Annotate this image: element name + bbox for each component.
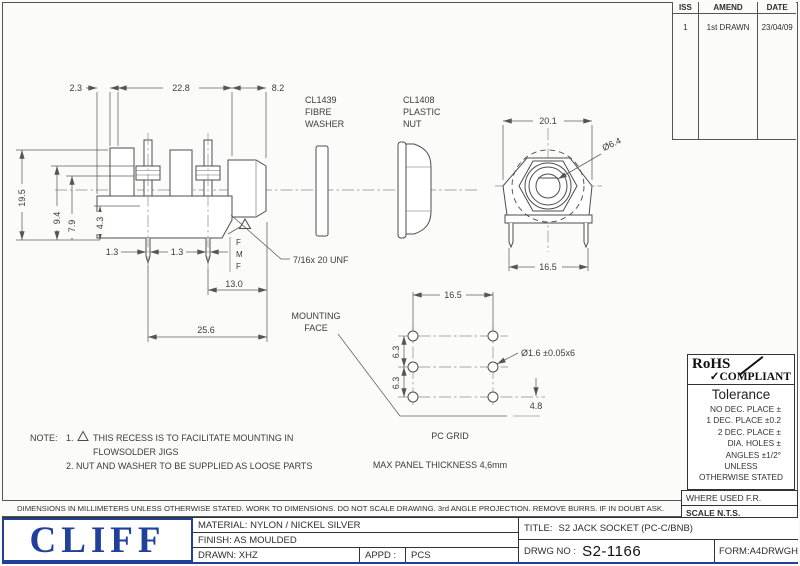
revision-col-date: DATE 23/04/09 — [758, 2, 796, 139]
contact-letter-f2: F — [236, 262, 241, 271]
contact-letter-f1: F — [236, 238, 241, 247]
drawing-number-cell: DRWG NO : S2-1166 — [519, 540, 715, 562]
dim-grid-h2: 6.3 — [391, 377, 401, 390]
nut-label-2: NUT — [403, 119, 422, 129]
dim-height: 19.5 — [17, 189, 27, 207]
note-heading: NOTE: — [30, 433, 58, 443]
pc-grid: MOUNTING FACE PC GRID MAX PANEL THICKNES… — [292, 311, 545, 470]
dim-grid-width: 16.5 — [444, 290, 462, 300]
logo-text: CLIFF — [29, 519, 166, 561]
recess-triangle-icon — [77, 430, 89, 441]
form-cell: FORM:A4DRWGH — [719, 545, 798, 557]
mounting-face-label-2: FACE — [304, 323, 328, 333]
note1-line2: FLOWSOLDER JIGS — [93, 447, 179, 457]
tolerance-line: UNLESS — [724, 461, 758, 472]
drawing-title-cell: TITLE: S2 JACK SOCKET (PC-C/BNB) — [519, 518, 798, 540]
note1-number: 1. — [66, 433, 74, 443]
rohs-compliant: ✓COMPLIANT — [709, 371, 791, 383]
fibre-washer: CL1439 FIBRE WASHER — [305, 95, 345, 237]
material-cell: MATERIAL: NYLON / NICKEL SILVER — [193, 518, 518, 533]
mounting-face-label-1: MOUNTING — [292, 311, 341, 321]
revision-col-iss: ISS 1 — [673, 2, 699, 139]
title-block-right: TITLE: S2 JACK SOCKET (PC-C/BNB) DRWG NO… — [518, 518, 798, 562]
revision-value-date: 23/04/09 — [761, 23, 793, 32]
revision-value-iss: 1 — [683, 23, 688, 32]
revision-col-amend: AMEND 1st DRAWN — [698, 2, 759, 139]
dim-h-base: 4.3 — [95, 217, 105, 230]
dim-h-low: 7.9 — [67, 220, 77, 233]
tolerance-box: Tolerance NO DEC. PLACE ± 1 DEC. PLACE ±… — [687, 384, 795, 490]
note2: 2. NUT AND WASHER TO BE SUPPLIED AS LOOS… — [66, 461, 312, 471]
approved-value-cell: PCS — [411, 549, 431, 561]
where-used-box: WHERE USED F.R. — [681, 490, 798, 506]
nut-label-1: PLASTIC — [403, 107, 441, 117]
dim-face-gap: 4.8 — [530, 401, 543, 411]
drawn-cell: DRAWN: XHZ — [193, 548, 360, 562]
dimensions-bottom: 1.3 1.3 13.0 25.6 7/16x 20 UNF F M F — [106, 214, 349, 342]
side-view — [96, 133, 267, 272]
title-value: S2 JACK SOCKET (PC-C/BNB) — [558, 523, 693, 534]
dim-thread-length: 8.2 — [272, 83, 285, 93]
check-icon: ✓ — [709, 371, 720, 383]
notes: NOTE: 1. THIS RECESS IS TO FACILITATE MO… — [30, 430, 312, 471]
dimensions-grid: 16.5 6.3 6.3 Ø1.6 ±0.05x6 4.8 — [391, 290, 575, 411]
title-label: TITLE: — [524, 523, 553, 534]
dim-pin1: 1.3 — [106, 247, 119, 257]
approved-label-cell: APPD : — [360, 548, 406, 562]
contact-letter-m: M — [236, 250, 243, 259]
drwg-label: DRWG NO : — [524, 545, 577, 557]
drwg-value: S2-1166 — [582, 542, 642, 560]
dim-leg-span: 16.5 — [539, 262, 557, 272]
dim-grid-h1: 6.3 — [391, 346, 401, 359]
dim-pin-pitch: 13.0 — [225, 279, 243, 289]
dim-body-length: 22.8 — [172, 83, 190, 93]
tolerance-line: DIA. HOLES ± — [727, 438, 781, 449]
drawing-number-row: DRWG NO : S2-1166 FORM:A4DRWGH — [519, 540, 798, 562]
plastic-nut: CL1408 PLASTIC NUT — [397, 95, 441, 239]
dim-pin2: 1.3 — [171, 247, 184, 257]
revision-value-amend: 1st DRAWN — [706, 23, 750, 32]
pc-grid-label: PC GRID — [431, 431, 469, 441]
tolerance-line: ANGLES ±1/2° — [725, 449, 781, 460]
tolerance-title: Tolerance — [711, 387, 771, 402]
front-view — [495, 128, 602, 252]
title-block-middle: MATERIAL: NYLON / NICKEL SILVER FINISH: … — [193, 518, 518, 562]
washer-label-2: WASHER — [305, 119, 345, 129]
tolerance-line: 2 DEC. PLACE ± — [717, 426, 781, 437]
tolerance-line: 1 DEC. PLACE ±0.2 — [706, 415, 781, 426]
dim-overall: 25.6 — [197, 325, 215, 335]
revision-header-iss: ISS — [673, 2, 698, 14]
revision-header-amend: AMEND — [698, 2, 758, 14]
title-block: CLIFF MATERIAL: NYLON / NICKEL SILVER FI… — [2, 517, 798, 564]
note1-line1: THIS RECESS IS TO FACILITATE MOUNTING IN — [93, 433, 293, 443]
revision-table: ISS 1 AMEND 1st DRAWN DATE 23/04/09 — [672, 2, 796, 140]
dim-bush-dia: Ø6.4 — [601, 136, 623, 153]
washer-code: CL1439 — [305, 95, 337, 105]
technical-drawing: CL1439 FIBRE WASHER CL1408 PLASTIC NUT — [16, 83, 623, 471]
thread-spec-label: 7/16x 20 UNF — [293, 255, 349, 265]
dimensions-top: 2.3 22.8 8.2 — [69, 83, 284, 194]
company-logo: CLIFF — [2, 518, 193, 562]
drawn-approved-row: DRAWN: XHZ APPD : PCS — [193, 548, 518, 562]
tolerance-line: NO DEC. PLACE ± — [710, 404, 781, 414]
rohs-word: RoHS — [692, 356, 731, 372]
nut-code: CL1408 — [403, 95, 435, 105]
rohs-badge: RoHS ✓COMPLIANT — [687, 354, 795, 385]
tolerance-line: OTHERWISE STATED — [699, 472, 783, 483]
dim-grid-hole: Ø1.6 ±0.05x6 — [521, 348, 575, 358]
revision-header-date: DATE — [758, 2, 796, 14]
max-panel-label: MAX PANEL THICKNESS 4,6mm — [373, 460, 507, 470]
dim-front-width: 20.1 — [539, 116, 557, 126]
washer-label-1: FIBRE — [305, 107, 332, 117]
dim-step: 2.3 — [69, 83, 82, 93]
dim-h-mid: 9.4 — [52, 212, 62, 225]
disclaimer-bar: DIMENSIONS IN MILLIMETERS UNLESS OTHERWI… — [2, 500, 681, 517]
finish-cell: FINISH: AS MOULDED — [193, 533, 518, 548]
dimensions-left: 19.5 9.4 7.9 4.3 — [16, 149, 140, 241]
